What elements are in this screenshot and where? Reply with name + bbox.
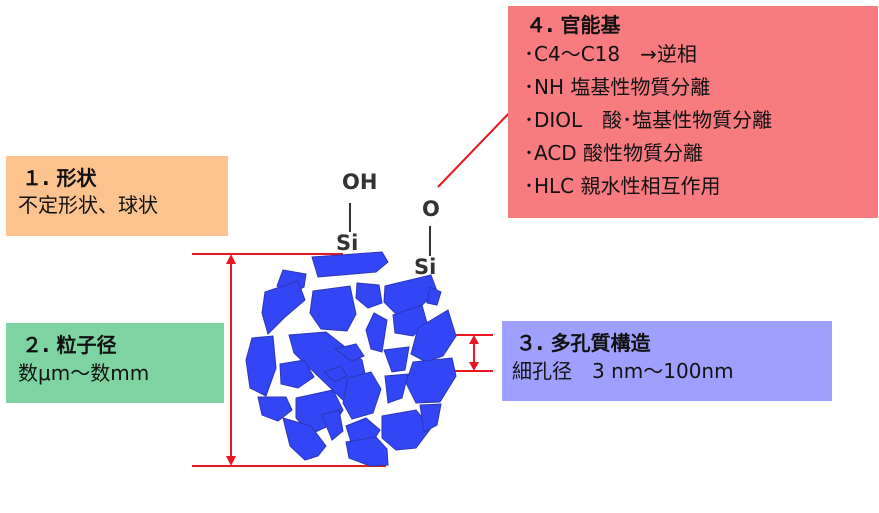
functional-group-pointer [437, 109, 513, 188]
particle-fragment [282, 417, 327, 461]
particle-size-arrow [226, 254, 236, 466]
particle-fragment [405, 357, 457, 404]
porous-structure-title: ３. 多孔質構造 [516, 331, 651, 355]
shape-description: 不定形状、球状 [18, 193, 158, 217]
shape-title: １. 形状 [22, 166, 97, 190]
particle-fragment [311, 251, 389, 278]
pore-size-description: 細孔径 3 nm～100nm [512, 359, 734, 383]
particle-fragment [383, 346, 410, 373]
particle-fragment [381, 409, 432, 451]
particle-fragment [355, 282, 383, 309]
particle-size-info-box: ２. 粒子径 数μm～数mm [6, 323, 224, 403]
particle-size-description: 数μm～数mm [18, 361, 150, 385]
porous-particle [245, 251, 457, 467]
particle-fragment [384, 373, 409, 404]
particle-fragment [309, 285, 357, 332]
functional-group-item: ･ACD 酸性物質分離 [524, 141, 704, 165]
particle-fragment [261, 280, 306, 335]
particle-fragment [419, 403, 442, 433]
particle-fragment [342, 371, 382, 420]
silicon-label-left: Si [336, 231, 359, 255]
particle-fragment [365, 312, 388, 353]
porous-structure-info-box: ３. 多孔質構造 細孔径 3 nm～100nm [502, 321, 832, 401]
pore-size-arrow [469, 335, 479, 371]
particle-fragment [345, 436, 389, 467]
particle-fragment [410, 309, 457, 363]
hydroxyl-label: OH [342, 170, 378, 194]
particle-fragment [333, 343, 365, 362]
functional-group-item: ･HLC 親水性相互作用 [524, 174, 721, 198]
functional-group-item: ･DIOL 酸･塩基性物質分離 [524, 108, 773, 132]
particle-size-title: ２. 粒子径 [22, 333, 117, 357]
particle-fragment [426, 286, 442, 306]
particle-fragment [279, 359, 315, 389]
particle-fragment [245, 335, 277, 397]
silicon-label-right: Si [414, 255, 437, 279]
particle-fragment [323, 365, 348, 383]
particle-fragment [257, 396, 293, 422]
shape-info-box: １. 形状 不定形状、球状 [6, 156, 228, 236]
functional-group-item: ･NH 塩基性物質分離 [524, 75, 711, 99]
functional-group-item: ･C4～C18 →逆相 [524, 42, 697, 66]
oxygen-label: O [422, 197, 440, 221]
particle-fragment [321, 409, 344, 441]
functional-group-info-box: ４. 官能基 ･C4～C18 →逆相 ･NH 塩基性物質分離 ･DIOL 酸･塩… [508, 6, 878, 218]
functional-group-title: ４. 官能基 [526, 13, 621, 37]
